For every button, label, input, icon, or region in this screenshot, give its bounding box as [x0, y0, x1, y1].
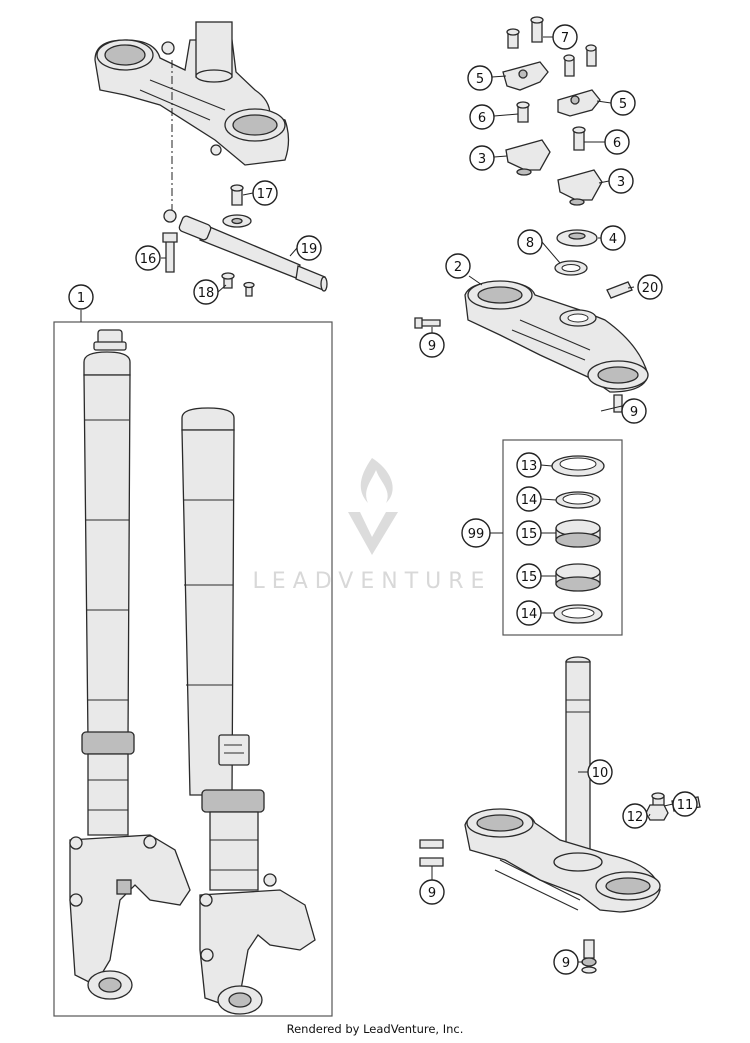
callout-18: 18	[193, 279, 219, 305]
watermark-text: LEADVENTURE	[253, 569, 492, 594]
svg-text:20: 20	[642, 281, 659, 296]
flame-logo-icon	[360, 458, 393, 503]
callout-17: 17	[252, 180, 278, 206]
callout-8: 8	[517, 229, 543, 255]
callout-15: 15	[516, 563, 542, 589]
svg-text:6: 6	[478, 111, 486, 126]
nut-and-washer	[554, 229, 598, 276]
svg-text:13: 13	[521, 459, 538, 474]
svg-text:16: 16	[140, 252, 157, 267]
svg-text:14: 14	[521, 493, 538, 508]
svg-text:9: 9	[428, 339, 436, 354]
callout-9: 9	[419, 332, 445, 358]
svg-text:7: 7	[561, 31, 569, 46]
callout-11: 11	[672, 791, 698, 817]
callout-10: 10	[587, 759, 613, 785]
right-fork-leg	[181, 407, 316, 1015]
callout-6: 6	[604, 129, 630, 155]
clamp-bolts-group	[502, 16, 603, 206]
callout-99: 99	[461, 518, 491, 548]
svg-text:3: 3	[478, 152, 486, 167]
svg-text:2: 2	[454, 260, 462, 275]
svg-text:15: 15	[521, 570, 538, 585]
svg-text:5: 5	[619, 97, 627, 112]
watermark: LEADVENTURE	[253, 458, 492, 594]
svg-text:18: 18	[198, 286, 215, 301]
callout-7: 7	[552, 24, 578, 50]
upper-triple-clamp-assembly	[94, 21, 290, 166]
callout-5: 5	[467, 65, 493, 91]
svg-text:3: 3	[617, 175, 625, 190]
svg-text:14: 14	[521, 607, 538, 622]
bearing-set	[551, 455, 605, 624]
callout-2: 2	[445, 253, 471, 279]
callout-12: 12	[622, 803, 648, 829]
callout-14: 14	[516, 600, 542, 626]
svg-text:99: 99	[468, 527, 485, 542]
svg-text:12: 12	[627, 810, 644, 825]
svg-text:15: 15	[521, 527, 538, 542]
callout-9: 9	[553, 949, 579, 975]
callout-15: 15	[516, 520, 542, 546]
callout-5: 5	[610, 90, 636, 116]
svg-text:9: 9	[428, 886, 436, 901]
svg-text:11: 11	[677, 798, 694, 813]
svg-text:6: 6	[613, 136, 621, 151]
svg-text:10: 10	[592, 766, 609, 781]
svg-text:17: 17	[257, 187, 274, 202]
fork-assembly-frame	[53, 321, 333, 1017]
leader-lines	[80, 36, 674, 963]
footer-credit: Rendered by LeadVenture, Inc.	[286, 1022, 464, 1036]
bearing-set-frame	[502, 439, 623, 636]
callout-9: 9	[621, 398, 647, 424]
callout-13: 13	[516, 452, 542, 478]
svg-text:9: 9	[562, 956, 570, 971]
svg-text:1: 1	[77, 291, 85, 306]
callout-1: 1	[68, 284, 94, 310]
steering-damper	[162, 184, 328, 297]
callout-3: 3	[608, 168, 634, 194]
svg-text:9: 9	[630, 405, 638, 420]
v-logo-icon	[348, 512, 398, 555]
callout-9: 9	[419, 879, 445, 905]
callout-3: 3	[469, 145, 495, 171]
top-triple-clamp	[414, 280, 649, 413]
callout-14: 14	[516, 486, 542, 512]
left-fork-leg	[69, 329, 191, 1000]
svg-text:8: 8	[526, 236, 534, 251]
callout-6: 6	[469, 104, 495, 130]
lower-triple-clamp-stem	[419, 656, 701, 974]
svg-text:4: 4	[609, 232, 617, 247]
callout-19: 19	[296, 235, 322, 261]
svg-text:19: 19	[301, 242, 318, 257]
callout-16: 16	[135, 245, 161, 271]
callout-20: 20	[637, 274, 663, 300]
svg-text:5: 5	[476, 72, 484, 87]
callout-4: 4	[600, 225, 626, 251]
